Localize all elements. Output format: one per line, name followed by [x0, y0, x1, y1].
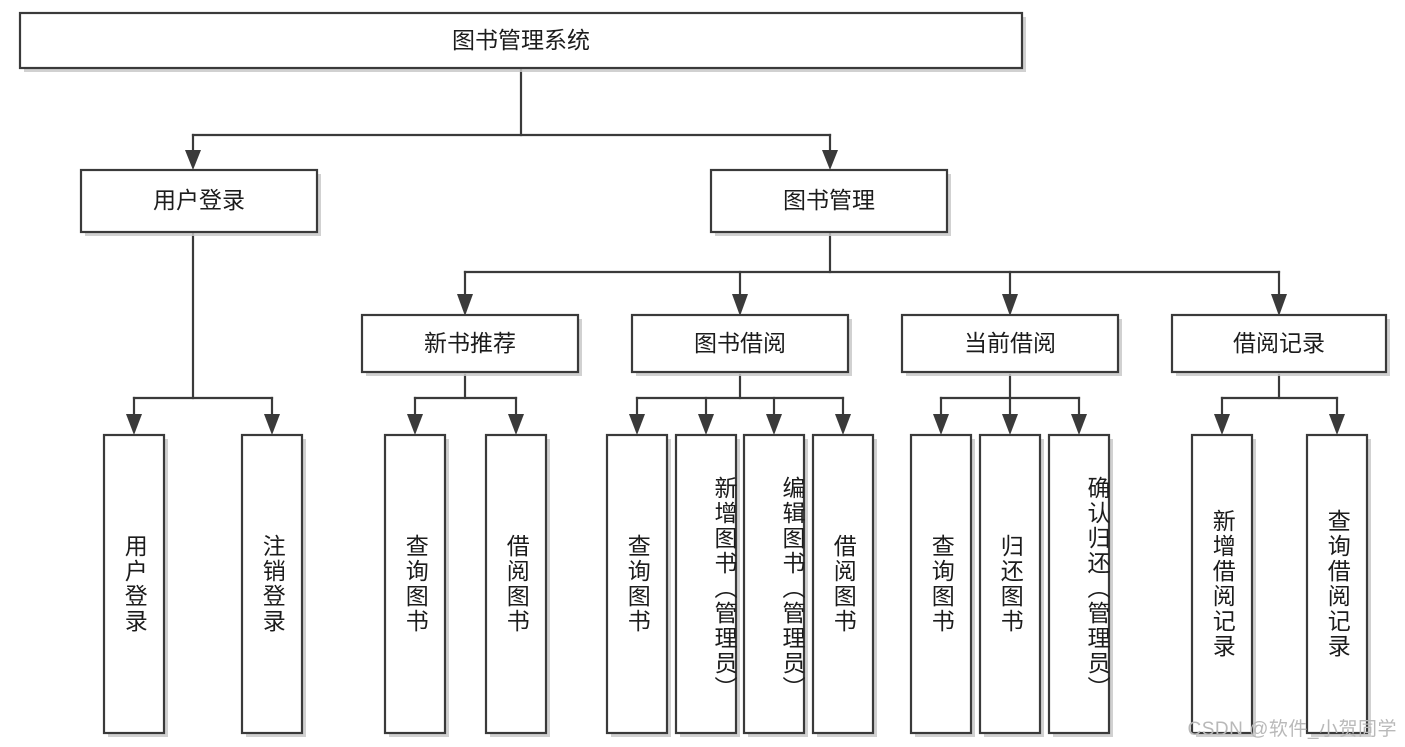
arrowhead-leaf-12	[1214, 414, 1230, 435]
node-borrowing-record-rect	[1170, 313, 1388, 374]
node-user-login-rect	[79, 168, 319, 234]
leaf-node-7-rect	[742, 433, 806, 735]
node-book-borrowing-rect	[630, 313, 850, 374]
node-book-management-label: 图书管理	[783, 187, 875, 213]
node-book-management[interactable]: 图书管理	[709, 168, 951, 236]
leaf-node-6[interactable]	[674, 433, 740, 737]
node-new-book-recommendation-label: 新书推荐	[424, 330, 516, 356]
leaf-node-10-rect	[978, 433, 1042, 735]
node-borrowing-record-label: 借阅记录	[1233, 330, 1325, 356]
leaf-node-1-rect	[102, 433, 166, 735]
leaf-node-13[interactable]	[1305, 433, 1371, 737]
arrowhead-book-mgmt	[822, 150, 838, 170]
arrowhead-leaf-4	[508, 414, 524, 435]
node-new-book-recommendation[interactable]: 新书推荐	[360, 313, 582, 376]
arrowhead-leaf-3	[407, 414, 423, 435]
leaf-node-5[interactable]	[605, 433, 671, 737]
arrowhead-new-book-rec	[457, 294, 473, 316]
connector-layer	[126, 66, 1345, 435]
node-user-login-label: 用户登录	[153, 187, 245, 213]
watermark-text: CSDN @软件_小贺同学	[1187, 719, 1397, 740]
node-current-borrowing-rect	[900, 313, 1120, 374]
node-user-login[interactable]: 用户登录	[79, 168, 321, 236]
arrowhead-user-login	[185, 150, 201, 170]
leaf-node-9[interactable]	[909, 433, 975, 737]
node-book-borrowing[interactable]: 图书借阅	[630, 313, 852, 376]
node-current-borrowing-label: 当前借阅	[964, 330, 1056, 356]
arrowhead-leaf-1	[126, 414, 142, 435]
leaf-node-11[interactable]	[1047, 433, 1113, 737]
arrowhead-leaf-8	[835, 414, 851, 435]
leaf-node-1[interactable]	[102, 433, 168, 737]
leaf-node-13-rect	[1305, 433, 1369, 735]
leaf-node-8-rect	[811, 433, 875, 735]
arrowhead-borrow-record	[1271, 294, 1287, 316]
arrowhead-leaf-6	[698, 414, 714, 435]
leaf-node-9-rect	[909, 433, 973, 735]
node-book-borrowing-label: 图书借阅	[694, 330, 786, 356]
node-new-book-recommendation-rect	[360, 313, 580, 374]
leaf-node-12-rect	[1190, 433, 1254, 735]
arrowhead-leaf-2	[264, 414, 280, 435]
leaf-node-10[interactable]	[978, 433, 1044, 737]
node-book-management-rect	[709, 168, 949, 234]
node-current-borrowing[interactable]: 当前借阅	[900, 313, 1122, 376]
leaf-node-5-rect	[605, 433, 669, 735]
leaf-node-3-rect	[383, 433, 447, 735]
leaf-node-12[interactable]	[1190, 433, 1256, 737]
arrowhead-leaf-7	[766, 414, 782, 435]
arrowhead-leaf-13	[1329, 414, 1345, 435]
arrowhead-leaf-10	[1002, 414, 1018, 435]
arrowhead-leaf-9	[933, 414, 949, 435]
leaf-node-2[interactable]	[240, 433, 306, 737]
node-root-label: 图书管理系统	[452, 27, 590, 53]
node-layer: 图书管理系统 用户登录 图书管理 新书推荐	[18, 11, 1390, 737]
leaf-node-7[interactable]	[742, 433, 808, 737]
arrowhead-leaf-5	[629, 414, 645, 435]
arrowhead-current-borrow	[1002, 294, 1018, 316]
leaf-node-8[interactable]	[811, 433, 877, 737]
arrowhead-book-borrow	[732, 294, 748, 316]
leaf-node-4[interactable]	[484, 433, 550, 737]
leaf-node-11-rect	[1047, 433, 1111, 735]
leaf-node-6-rect	[674, 433, 738, 735]
node-borrowing-record[interactable]: 借阅记录	[1170, 313, 1390, 376]
leaf-node-3[interactable]	[383, 433, 449, 737]
node-root-rect	[18, 11, 1024, 70]
leaf-node-2-rect	[240, 433, 304, 735]
arrowhead-leaf-11	[1071, 414, 1087, 435]
node-root[interactable]: 图书管理系统	[18, 11, 1026, 72]
leaf-node-4-rect	[484, 433, 548, 735]
